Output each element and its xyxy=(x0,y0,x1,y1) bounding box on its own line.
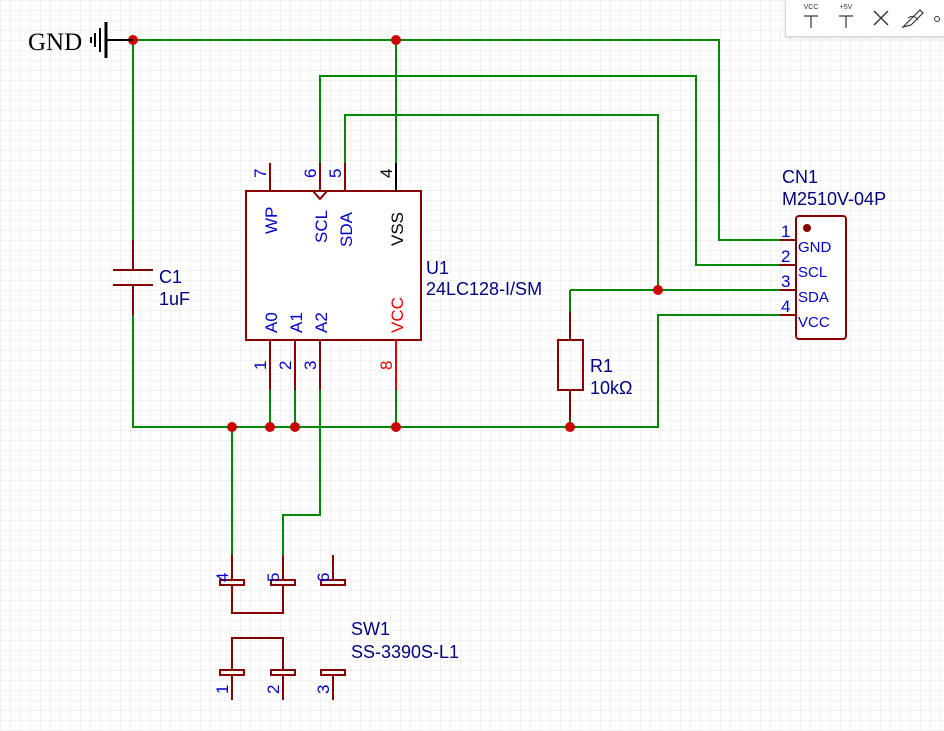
plus5v-icon xyxy=(839,15,853,28)
wire-a2-sw1-pin5 xyxy=(282,390,321,555)
no-connect-icon xyxy=(873,10,889,26)
c1-value: 1uF xyxy=(159,289,190,309)
wire-scl-net xyxy=(319,75,780,266)
junction-dot xyxy=(265,422,275,432)
cn1-pin3-number: 3 xyxy=(781,272,790,291)
u1-reference: U1 xyxy=(426,258,449,278)
c1-reference: C1 xyxy=(159,267,182,287)
c1-component[interactable]: C1 1uF xyxy=(113,240,190,315)
sw1-reference: SW1 xyxy=(351,619,390,639)
sw1-pin4-number: 4 xyxy=(213,573,232,582)
cn1-pin-sda-name: SDA xyxy=(798,289,829,306)
wire-sda-net xyxy=(344,114,780,291)
junction-dot xyxy=(391,35,401,45)
u1-pin3-number: 3 xyxy=(301,361,320,370)
no-connect-button[interactable] xyxy=(866,2,896,32)
junction-dot xyxy=(565,422,575,432)
sw1-pin5-number: 5 xyxy=(264,573,283,582)
u1-pin6-number: 6 xyxy=(301,169,320,178)
junction-dot xyxy=(391,422,401,432)
probe-icon xyxy=(901,9,924,29)
cn1-pin-gnd-name: GND xyxy=(798,239,832,256)
u1-pin2-number: 2 xyxy=(276,361,295,370)
gnd-label: GND xyxy=(28,29,82,56)
sw1-component[interactable]: 4 5 6 1 2 3 SW1 SS-3390S-L1 xyxy=(213,555,459,700)
gnd-symbol[interactable]: GND xyxy=(28,22,133,58)
u1-body xyxy=(245,190,422,341)
cn1-component[interactable]: 1 2 3 4 GND SCL SDA VCC CN1 M2510V-04P xyxy=(780,167,886,340)
u1-pin4-number: 4 xyxy=(377,169,396,178)
u1-pin-a2-name: A2 xyxy=(312,312,331,333)
wire-gnd-net xyxy=(115,39,780,241)
u1-pin8-number: 8 xyxy=(377,361,396,370)
cn1-pin-vcc-name: VCC xyxy=(798,314,830,331)
plus5v-symbol-button[interactable]: +5V xyxy=(831,2,861,32)
cn1-pin-scl-name: SCL xyxy=(798,264,827,281)
u1-pin-sda-name: SDA xyxy=(337,211,356,247)
junction-dot xyxy=(653,285,663,295)
u1-pin7-number: 7 xyxy=(251,169,270,178)
cn1-body xyxy=(795,215,847,340)
cn1-value: M2510V-04P xyxy=(782,189,886,209)
wire-vcc-net xyxy=(132,314,780,428)
junction-dot xyxy=(227,422,237,432)
junction-dot xyxy=(290,422,300,432)
sw1-value: SS-3390S-L1 xyxy=(351,642,459,662)
u1-pin-a0-name: A0 xyxy=(262,312,281,333)
cn1-pin2-number: 2 xyxy=(781,247,790,266)
probe-button[interactable] xyxy=(898,2,928,32)
vcc-icon xyxy=(804,15,818,28)
u1-pin1-number: 1 xyxy=(251,361,270,370)
u1-pin-wp-name: WP xyxy=(262,207,281,234)
u1-pin-vcc-name: VCC xyxy=(388,297,407,333)
cn1-pin4-number: 4 xyxy=(781,297,790,316)
more-tools-button[interactable] xyxy=(930,2,944,32)
sw1-contact xyxy=(320,579,346,586)
u1-value: 24LC128-I/SM xyxy=(426,279,542,299)
vcc-symbol-button[interactable]: VCC xyxy=(796,2,826,32)
r1-component[interactable]: R1 10kΩ xyxy=(557,312,632,420)
sw1-pin3-number: 3 xyxy=(314,685,333,694)
vcc-button-label: VCC xyxy=(803,4,819,11)
sw1-pin1-number: 1 xyxy=(213,685,232,694)
cn1-pin1-marker-icon xyxy=(803,224,811,232)
plus5v-button-label: +5V xyxy=(839,4,853,11)
junctions xyxy=(128,35,663,432)
wires xyxy=(115,39,780,555)
cn1-reference: CN1 xyxy=(782,167,818,187)
sw1-pin2-number: 2 xyxy=(264,685,283,694)
r1-body xyxy=(557,339,584,391)
r1-value: 10kΩ xyxy=(590,378,632,398)
u1-pin5-number: 5 xyxy=(326,169,345,178)
sw1-pin6-number: 6 xyxy=(314,573,333,582)
drawing-toolbar: VCC +5V xyxy=(785,0,944,37)
u1-pin-scl-name: SCL xyxy=(312,210,331,243)
cn1-pin1-number: 1 xyxy=(781,222,790,241)
scl-clock-icon xyxy=(312,190,328,201)
r1-reference: R1 xyxy=(590,356,613,376)
u1-pin-a1-name: A1 xyxy=(287,312,306,333)
overflow-icon xyxy=(934,16,940,22)
u1-component[interactable]: 7 6 5 4 1 2 3 8 WP SCL SDA VSS A0 A1 A2 … xyxy=(245,163,542,390)
u1-pin-vss-name: VSS xyxy=(388,212,407,246)
